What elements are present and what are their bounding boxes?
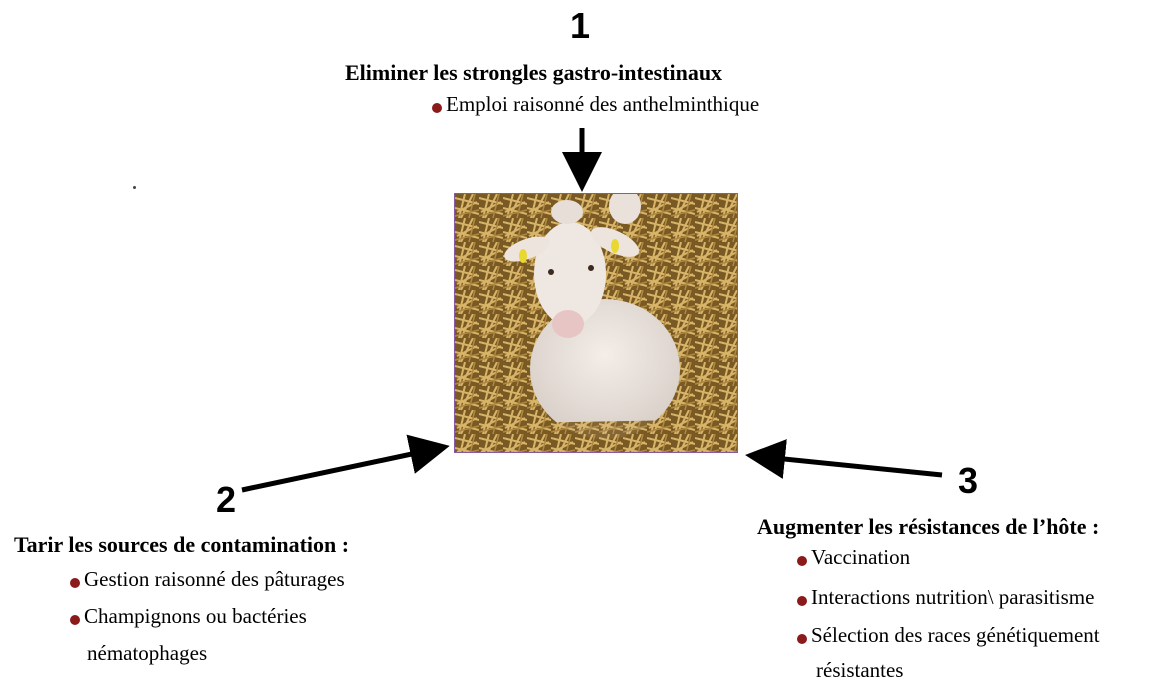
branch-3-number: 3 (958, 463, 978, 499)
sheep-photo (454, 193, 738, 453)
bullet-icon (70, 615, 80, 625)
branch-1-number: 1 (570, 8, 590, 44)
branch-2-item-2: Champignons ou bactéries (70, 606, 307, 627)
branch-3-item-3: Sélection des races génétiquement (797, 625, 1100, 646)
arrow-3 (755, 456, 942, 475)
branch-1-item: Emploi raisonné des anthelminthique (432, 94, 759, 115)
branch-3-item-2: Interactions nutrition\ parasitisme (797, 587, 1094, 608)
arrow-2 (242, 448, 440, 490)
branch-3-item-3-continued: résistantes (816, 660, 903, 681)
bullet-icon (797, 634, 807, 644)
bullet-icon (70, 578, 80, 588)
branch-2-number: 2 (216, 482, 236, 518)
branch-2-heading: Tarir les sources de contamination : (14, 534, 349, 556)
bullet-icon (432, 103, 442, 113)
branch-2-item-1: Gestion raisonné des pâturages (70, 569, 345, 590)
branch-3-heading: Augmenter les résistances de l’hôte : (757, 516, 1099, 538)
branch-2-item-2-continued: nématophages (87, 643, 207, 664)
bullet-icon (797, 556, 807, 566)
stray-dot (133, 186, 136, 189)
sheep-in-straw-image (455, 194, 738, 453)
bullet-icon (797, 596, 807, 606)
branch-1-heading: Eliminer les strongles gastro-intestinau… (345, 62, 722, 84)
branch-3-item-1: Vaccination (797, 547, 910, 568)
